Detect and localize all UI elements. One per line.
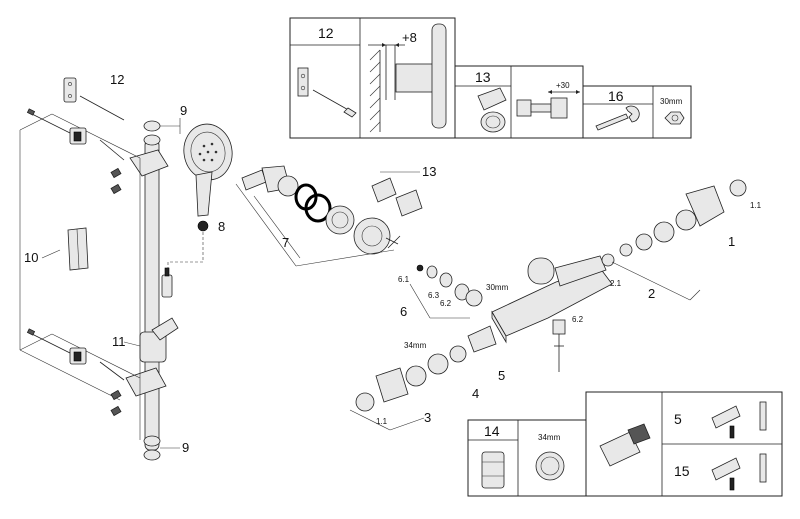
callout-2-1: 2.1 bbox=[610, 279, 622, 288]
callout-13: 13 bbox=[422, 164, 436, 179]
inset-16-label: 16 bbox=[608, 88, 624, 104]
inset-15-label: 15 bbox=[674, 463, 690, 479]
callout-9-top: 9 bbox=[180, 103, 187, 118]
callout-7: 7 bbox=[282, 235, 289, 250]
callout-6: 6 bbox=[400, 304, 407, 319]
check-valve-6-parts bbox=[409, 264, 483, 319]
bracket-12-main-icon bbox=[63, 77, 125, 121]
slide-rail-bar bbox=[144, 139, 160, 451]
callout-6-3: 6.3 bbox=[428, 291, 440, 300]
extension-13-parts bbox=[371, 171, 423, 217]
perspective-lines-7 bbox=[235, 183, 395, 267]
callout-8: 8 bbox=[218, 219, 225, 234]
callout-11: 11 bbox=[112, 334, 126, 349]
callout-4-size: 34mm bbox=[404, 341, 427, 350]
adapter-5 bbox=[467, 325, 497, 353]
thermostat-body-icon bbox=[491, 255, 613, 372]
callout-6-1: 6.1 bbox=[398, 275, 410, 284]
callout-5: 5 bbox=[498, 368, 505, 383]
bracket-12-icon bbox=[297, 67, 357, 118]
temperature-handle-1-parts bbox=[601, 179, 747, 301]
callout-3-1: 1.1 bbox=[376, 417, 388, 426]
nut-16-icon bbox=[664, 111, 685, 125]
slide-rail-assembly bbox=[125, 120, 179, 461]
wrench-16-icon bbox=[595, 105, 640, 131]
cap-9-bottom-icon bbox=[143, 435, 161, 461]
callout-1-1-right: 1.1 bbox=[750, 201, 762, 210]
cap-9-top-icon bbox=[143, 120, 161, 146]
callout-1: 1 bbox=[728, 234, 735, 249]
callout-3: 3 bbox=[424, 410, 431, 425]
wall-offset-8-icon bbox=[368, 23, 447, 133]
wall-bracket-top-icon bbox=[26, 108, 125, 195]
wall-outline bbox=[19, 113, 141, 440]
slider-11-icon bbox=[139, 317, 179, 363]
hand-shower-icon bbox=[183, 123, 233, 232]
rail-holder-top bbox=[129, 149, 169, 177]
rail-profile-10-icon bbox=[67, 227, 89, 271]
adapter-5-large-icon bbox=[599, 423, 651, 467]
callout-6-2-right: 6.2 bbox=[572, 315, 584, 324]
callout-10: 10 bbox=[24, 250, 38, 265]
callout-12: 12 bbox=[110, 72, 124, 87]
inset-plus30-label: +30 bbox=[556, 81, 570, 90]
callout-6-2: 6.2 bbox=[440, 299, 452, 308]
washer-8-icon bbox=[197, 220, 209, 232]
ring-34mm-icon bbox=[535, 451, 565, 481]
callout-2: 2 bbox=[648, 286, 655, 301]
inset-13-label: 13 bbox=[475, 69, 491, 85]
callout-4: 4 bbox=[472, 386, 479, 401]
callout-6-nut-size: 30mm bbox=[486, 283, 509, 292]
callout-9-bottom: 9 bbox=[182, 440, 189, 455]
extension-30-icon bbox=[516, 90, 580, 119]
cartridge-14-icon bbox=[481, 451, 505, 489]
flow-handle-3-parts bbox=[349, 325, 497, 431]
inset-12-label: 12 bbox=[318, 25, 334, 41]
wall-bracket-bottom-icon bbox=[26, 328, 125, 417]
inset-15-parts-icon bbox=[711, 453, 767, 491]
shower-head-parts-7 bbox=[241, 165, 401, 255]
inset-plus8-label: +8 bbox=[402, 30, 417, 45]
ring-34mm bbox=[449, 345, 467, 363]
inset-5-label: 5 bbox=[674, 411, 682, 427]
top-inset-panel: 12 +8 bbox=[289, 17, 692, 139]
inset-16-size-label: 30mm bbox=[660, 97, 683, 106]
extension-13-icon bbox=[477, 87, 507, 133]
inset-14-size: 34mm bbox=[538, 433, 561, 442]
inset-5-parts-icon bbox=[711, 401, 767, 439]
bottom-inset-panel: 14 34mm 5 15 bbox=[467, 391, 783, 497]
rail-holder-bottom bbox=[125, 367, 167, 397]
inset-14-label: 14 bbox=[484, 423, 500, 439]
